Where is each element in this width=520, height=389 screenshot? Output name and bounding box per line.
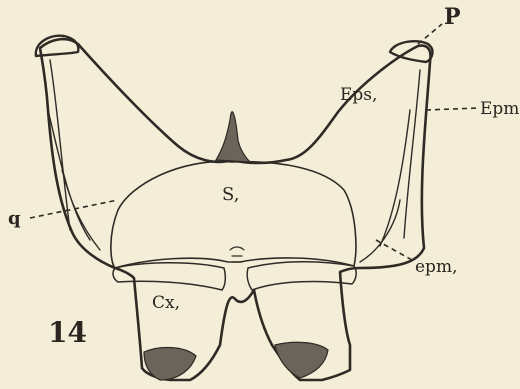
figure-number: 14 bbox=[48, 316, 87, 349]
label-epm-lower: epm, bbox=[415, 257, 457, 277]
sternum-outline bbox=[111, 162, 356, 268]
label-epm-upper: Epm, bbox=[480, 99, 520, 119]
leader-epm-upper bbox=[426, 108, 478, 110]
central-mark bbox=[230, 247, 244, 262]
leader-p bbox=[418, 24, 442, 44]
label-s: S, bbox=[222, 184, 239, 205]
left-coxa bbox=[113, 263, 225, 290]
label-eps: Eps, bbox=[340, 85, 377, 105]
label-p: P bbox=[444, 4, 461, 30]
label-cx: Cx, bbox=[152, 293, 180, 313]
label-q: q bbox=[8, 208, 21, 229]
central-spine bbox=[216, 112, 250, 162]
right-pad bbox=[275, 342, 328, 378]
left-epimeron bbox=[48, 60, 100, 250]
